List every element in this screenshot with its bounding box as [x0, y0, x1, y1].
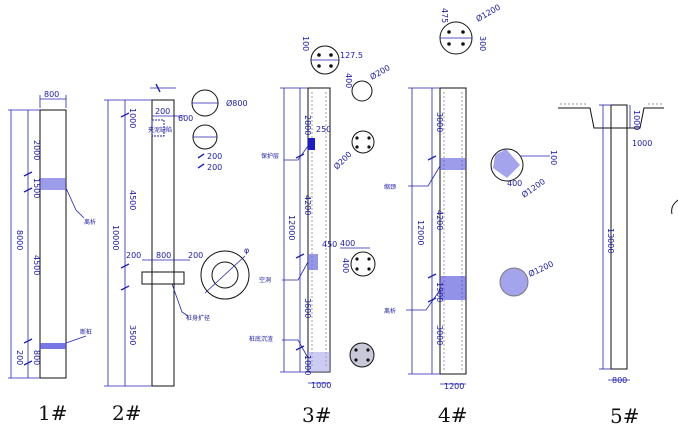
- p1-total: 8000: [15, 230, 24, 250]
- pile-1: 800 2000 1500 4500 8000 800 200 离析 断桩 1#: [8, 90, 96, 425]
- pile-3-cover-defect: [308, 138, 315, 150]
- p3-dia-b: Ø200: [331, 149, 353, 171]
- p4-dia-a: Ø1200: [474, 2, 502, 24]
- pile-5-label: 5#: [610, 404, 639, 427]
- pile-3: 100 127.5 Ø200 400 Ø200 2800 4200 12000 …: [249, 36, 392, 427]
- p2-small-b: 200: [207, 163, 222, 172]
- p4-h: 100: [549, 150, 558, 165]
- p4-seg-mid: 4200: [435, 210, 444, 230]
- p3-dia-a: Ø200: [368, 62, 392, 81]
- p2-top: 1000: [128, 108, 137, 128]
- p4-seg-top: 3000: [435, 112, 444, 132]
- p3-side: 400: [344, 73, 353, 88]
- p2-seg-low: 3500: [128, 325, 137, 345]
- pile-2-label: 2#: [112, 401, 141, 425]
- p4-section-c: [499, 267, 529, 297]
- p3-note-cover: 保护层: [261, 152, 279, 160]
- pile-1-break-zone: [40, 343, 66, 349]
- pile-3-void: [308, 254, 318, 270]
- p3-section-d: [350, 251, 376, 277]
- p2-seg-mid: 4500: [128, 190, 137, 210]
- p3-seg-bottom: 1000: [303, 355, 312, 375]
- pile-4: 475 Ø1200 300 3000 4200 12000 1900 3000 …: [384, 2, 558, 427]
- p2-bulge-side-l: 200: [126, 251, 141, 260]
- p2-section-bulge-outer: [200, 250, 250, 300]
- p3-note-void: 空洞: [259, 276, 271, 284]
- p2-note-mud: 夹泥缺陷: [148, 126, 172, 134]
- p5-right: 1000: [632, 139, 652, 148]
- p4-total: 12000: [416, 220, 425, 245]
- pile-4-label: 4#: [438, 403, 467, 427]
- pile-4-necking: [440, 158, 466, 170]
- p4-note-segregation: 离析: [384, 307, 396, 315]
- pile-5-body: [610, 104, 628, 370]
- pile-4-segregation: [440, 276, 466, 300]
- pile-2: 1000 4500 10000 3500 200 600 夹泥缺陷 200 80…: [104, 83, 250, 425]
- p4-w-a: 400: [507, 179, 522, 188]
- p4-top: 475: [440, 8, 449, 23]
- p3-cell: 450: [322, 240, 337, 249]
- p1-note-segregation: 离析: [84, 218, 96, 226]
- p1-seg-top: 2000: [32, 140, 41, 160]
- pile-4-body: [439, 87, 467, 375]
- p2-total: 10000: [111, 225, 120, 250]
- pile-5-excavation: [558, 107, 664, 129]
- p4-dia-c: Ø1200: [527, 258, 555, 278]
- p4-section-b: [490, 148, 524, 182]
- p3-radius: 127.5: [340, 51, 363, 60]
- p1-top-width: 800: [44, 90, 59, 99]
- p3-total: 12000: [287, 215, 296, 240]
- p4-seg-bottom: 3000: [435, 325, 444, 345]
- p2-bulge-side-r: 200: [188, 251, 203, 260]
- pile-3-sediment: [308, 352, 330, 372]
- pile-3-label: 3#: [302, 403, 331, 427]
- p4-side: 300: [478, 36, 487, 51]
- p3-seg-mid: 4200: [303, 195, 312, 215]
- p1-seg-mid: 4500: [32, 255, 41, 275]
- p3-top: 100: [301, 36, 310, 51]
- p2-offset-b: 600: [178, 114, 193, 123]
- edge-fragment: [671, 199, 678, 215]
- p5-total: 13000: [606, 228, 615, 253]
- p1-seg-defect: 1500: [32, 178, 41, 198]
- p3-section-e: [349, 342, 375, 368]
- pile-5: 1000 1000 13000 800 5#: [558, 103, 678, 427]
- p2-dia: Ø800: [226, 98, 248, 108]
- p1-seg-bottom: 200: [15, 350, 24, 365]
- p3-section-c: [351, 130, 375, 154]
- p2-section-bulge-inner: [211, 261, 239, 289]
- p1-note-break: 断桩: [80, 328, 92, 336]
- p4-bottom-w: 1200: [444, 382, 464, 391]
- p3-blue: 250: [316, 125, 331, 134]
- p5-bottom-w: 800: [612, 376, 627, 385]
- pile-2-bulge: [141, 271, 185, 285]
- pile-1-body: [39, 109, 67, 379]
- p4-dia-b: Ø1200: [519, 176, 547, 199]
- p2-offset-a: 200: [155, 107, 170, 116]
- p3-seg-top: 2800: [303, 115, 312, 135]
- p5-top: 1000: [632, 110, 641, 130]
- p3-note-sediment: 桩底沉渣: [249, 335, 273, 343]
- p2-note-expand: 桩身扩径: [186, 314, 210, 322]
- pile-2-mud-inclusion: [151, 119, 165, 137]
- p2-bulge-w: 800: [156, 251, 171, 260]
- p2-phi: φ: [244, 246, 249, 255]
- p3-bottom-w: 1000: [311, 381, 331, 390]
- pile-1-segregation-zone: [40, 178, 66, 190]
- p3-seg-low: 3600: [303, 298, 312, 318]
- pile-2-body: [151, 99, 175, 387]
- p3-w: 400: [341, 258, 350, 273]
- p3-section-b: [351, 80, 373, 102]
- p3-small: 400: [340, 239, 355, 248]
- pile-1-label: 1#: [38, 401, 67, 425]
- p4-note-necking: 缩颈: [384, 183, 396, 191]
- p4-seg-low: 1900: [435, 282, 444, 302]
- p2-small-a: 200: [207, 152, 222, 161]
- p1-seg-low: 800: [32, 350, 41, 365]
